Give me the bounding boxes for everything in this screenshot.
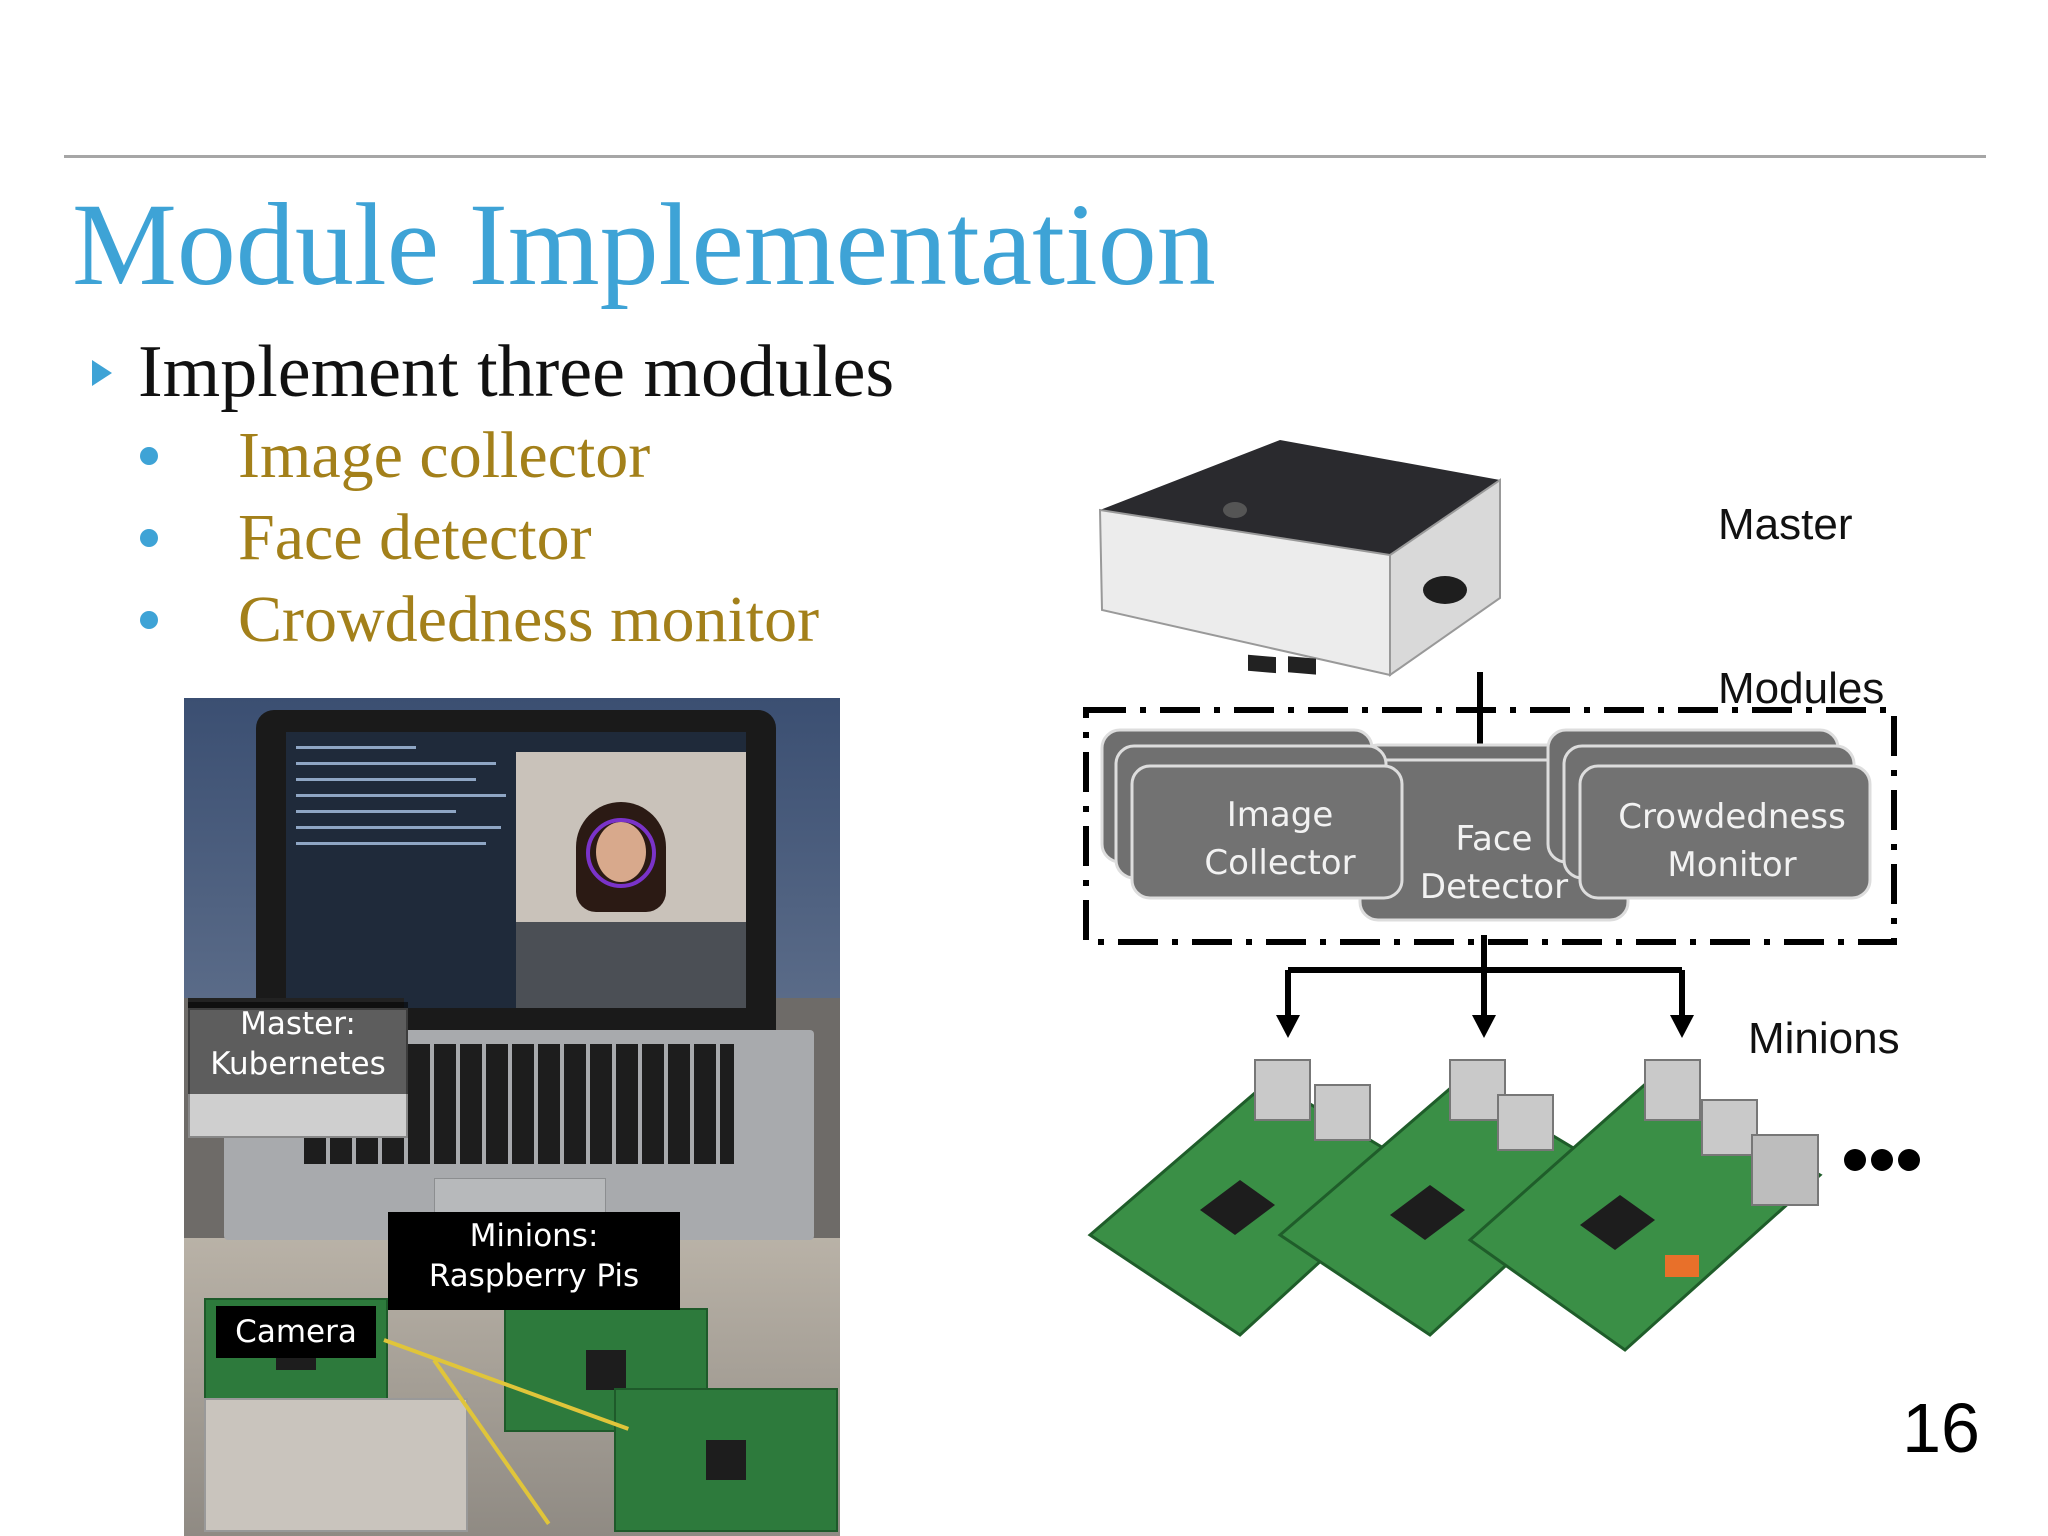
dot-bullet-icon: [140, 447, 158, 465]
master-photo-label-line1: Master:: [240, 1006, 356, 1042]
module-1-line1: Image: [1227, 795, 1333, 835]
sub-bullet-text: Crowdedness monitor: [238, 583, 820, 656]
arrow-down-icon: [1670, 1015, 1694, 1038]
master-label: Master: [1718, 500, 1853, 549]
raspberry-pi-icon: [1087, 1059, 1423, 1337]
minions-photo-label-line2: Raspberry Pis: [428, 1258, 640, 1295]
more-ellipsis-icon: [1844, 1149, 1920, 1171]
sub-bullet-crowdedness-monitor: Crowdedness monitor: [140, 582, 819, 658]
module-3-line2: Monitor: [1667, 845, 1796, 885]
sub-bullet-face-detector: Face detector: [140, 500, 592, 576]
sub-bullet-image-collector: Image collector: [140, 418, 650, 494]
pi-board-photo: [614, 1388, 838, 1532]
dot-bullet-icon: [140, 529, 158, 547]
dot-bullet-icon: [140, 611, 158, 629]
laptop-screen: [286, 732, 746, 1008]
minions-label: Minions: [1748, 1014, 1900, 1063]
camera-feed: [516, 752, 746, 1008]
module-2-line1: Face: [1456, 819, 1533, 859]
minions-photo-label: Minions: Raspberry Pis: [388, 1212, 680, 1310]
architecture-diagram: Image Collector Face Detector Crowdednes…: [1083, 440, 1920, 1352]
camera-photo-label: Camera: [216, 1306, 376, 1358]
module-1-line2: Collector: [1204, 843, 1355, 883]
arrow-down-icon: [1276, 1015, 1300, 1038]
sub-bullet-text: Image collector: [238, 419, 651, 492]
master-photo-label: Master: Kubernetes: [188, 1002, 408, 1094]
image-collector-module: [1100, 728, 1404, 900]
fanout-arrows: [1285, 935, 1685, 1020]
main-bullet: Implement three modules: [92, 330, 894, 415]
module-3-line1: Crowdedness: [1618, 797, 1846, 837]
arrow-down-icon: [1472, 1015, 1496, 1038]
slide-title: Module Implementation: [72, 179, 1216, 310]
minions-photo-label-line1: Minions:: [469, 1218, 599, 1254]
triangle-bullet-icon: [92, 359, 112, 386]
breadboard: [204, 1398, 468, 1532]
master-device-icon: [1098, 440, 1501, 677]
raspberry-pi-icon: [1467, 1059, 1823, 1352]
page-number: 16: [1902, 1389, 1980, 1467]
modules-label: Modules: [1718, 664, 1885, 713]
module-2-line2: Detector: [1420, 867, 1568, 907]
crowdedness-monitor-module: [1546, 728, 1872, 900]
modules-container: [1083, 707, 1897, 945]
setup-photo: Master: Kubernetes Minions: Raspberry Pi…: [184, 698, 840, 1536]
title-rule: [64, 155, 1986, 158]
sub-bullet-text: Face detector: [238, 501, 592, 574]
main-bullet-text: Implement three modules: [138, 331, 895, 413]
face-detection-ring-icon: [586, 818, 656, 888]
master-photo-label-line2: Kubernetes: [210, 1046, 386, 1083]
